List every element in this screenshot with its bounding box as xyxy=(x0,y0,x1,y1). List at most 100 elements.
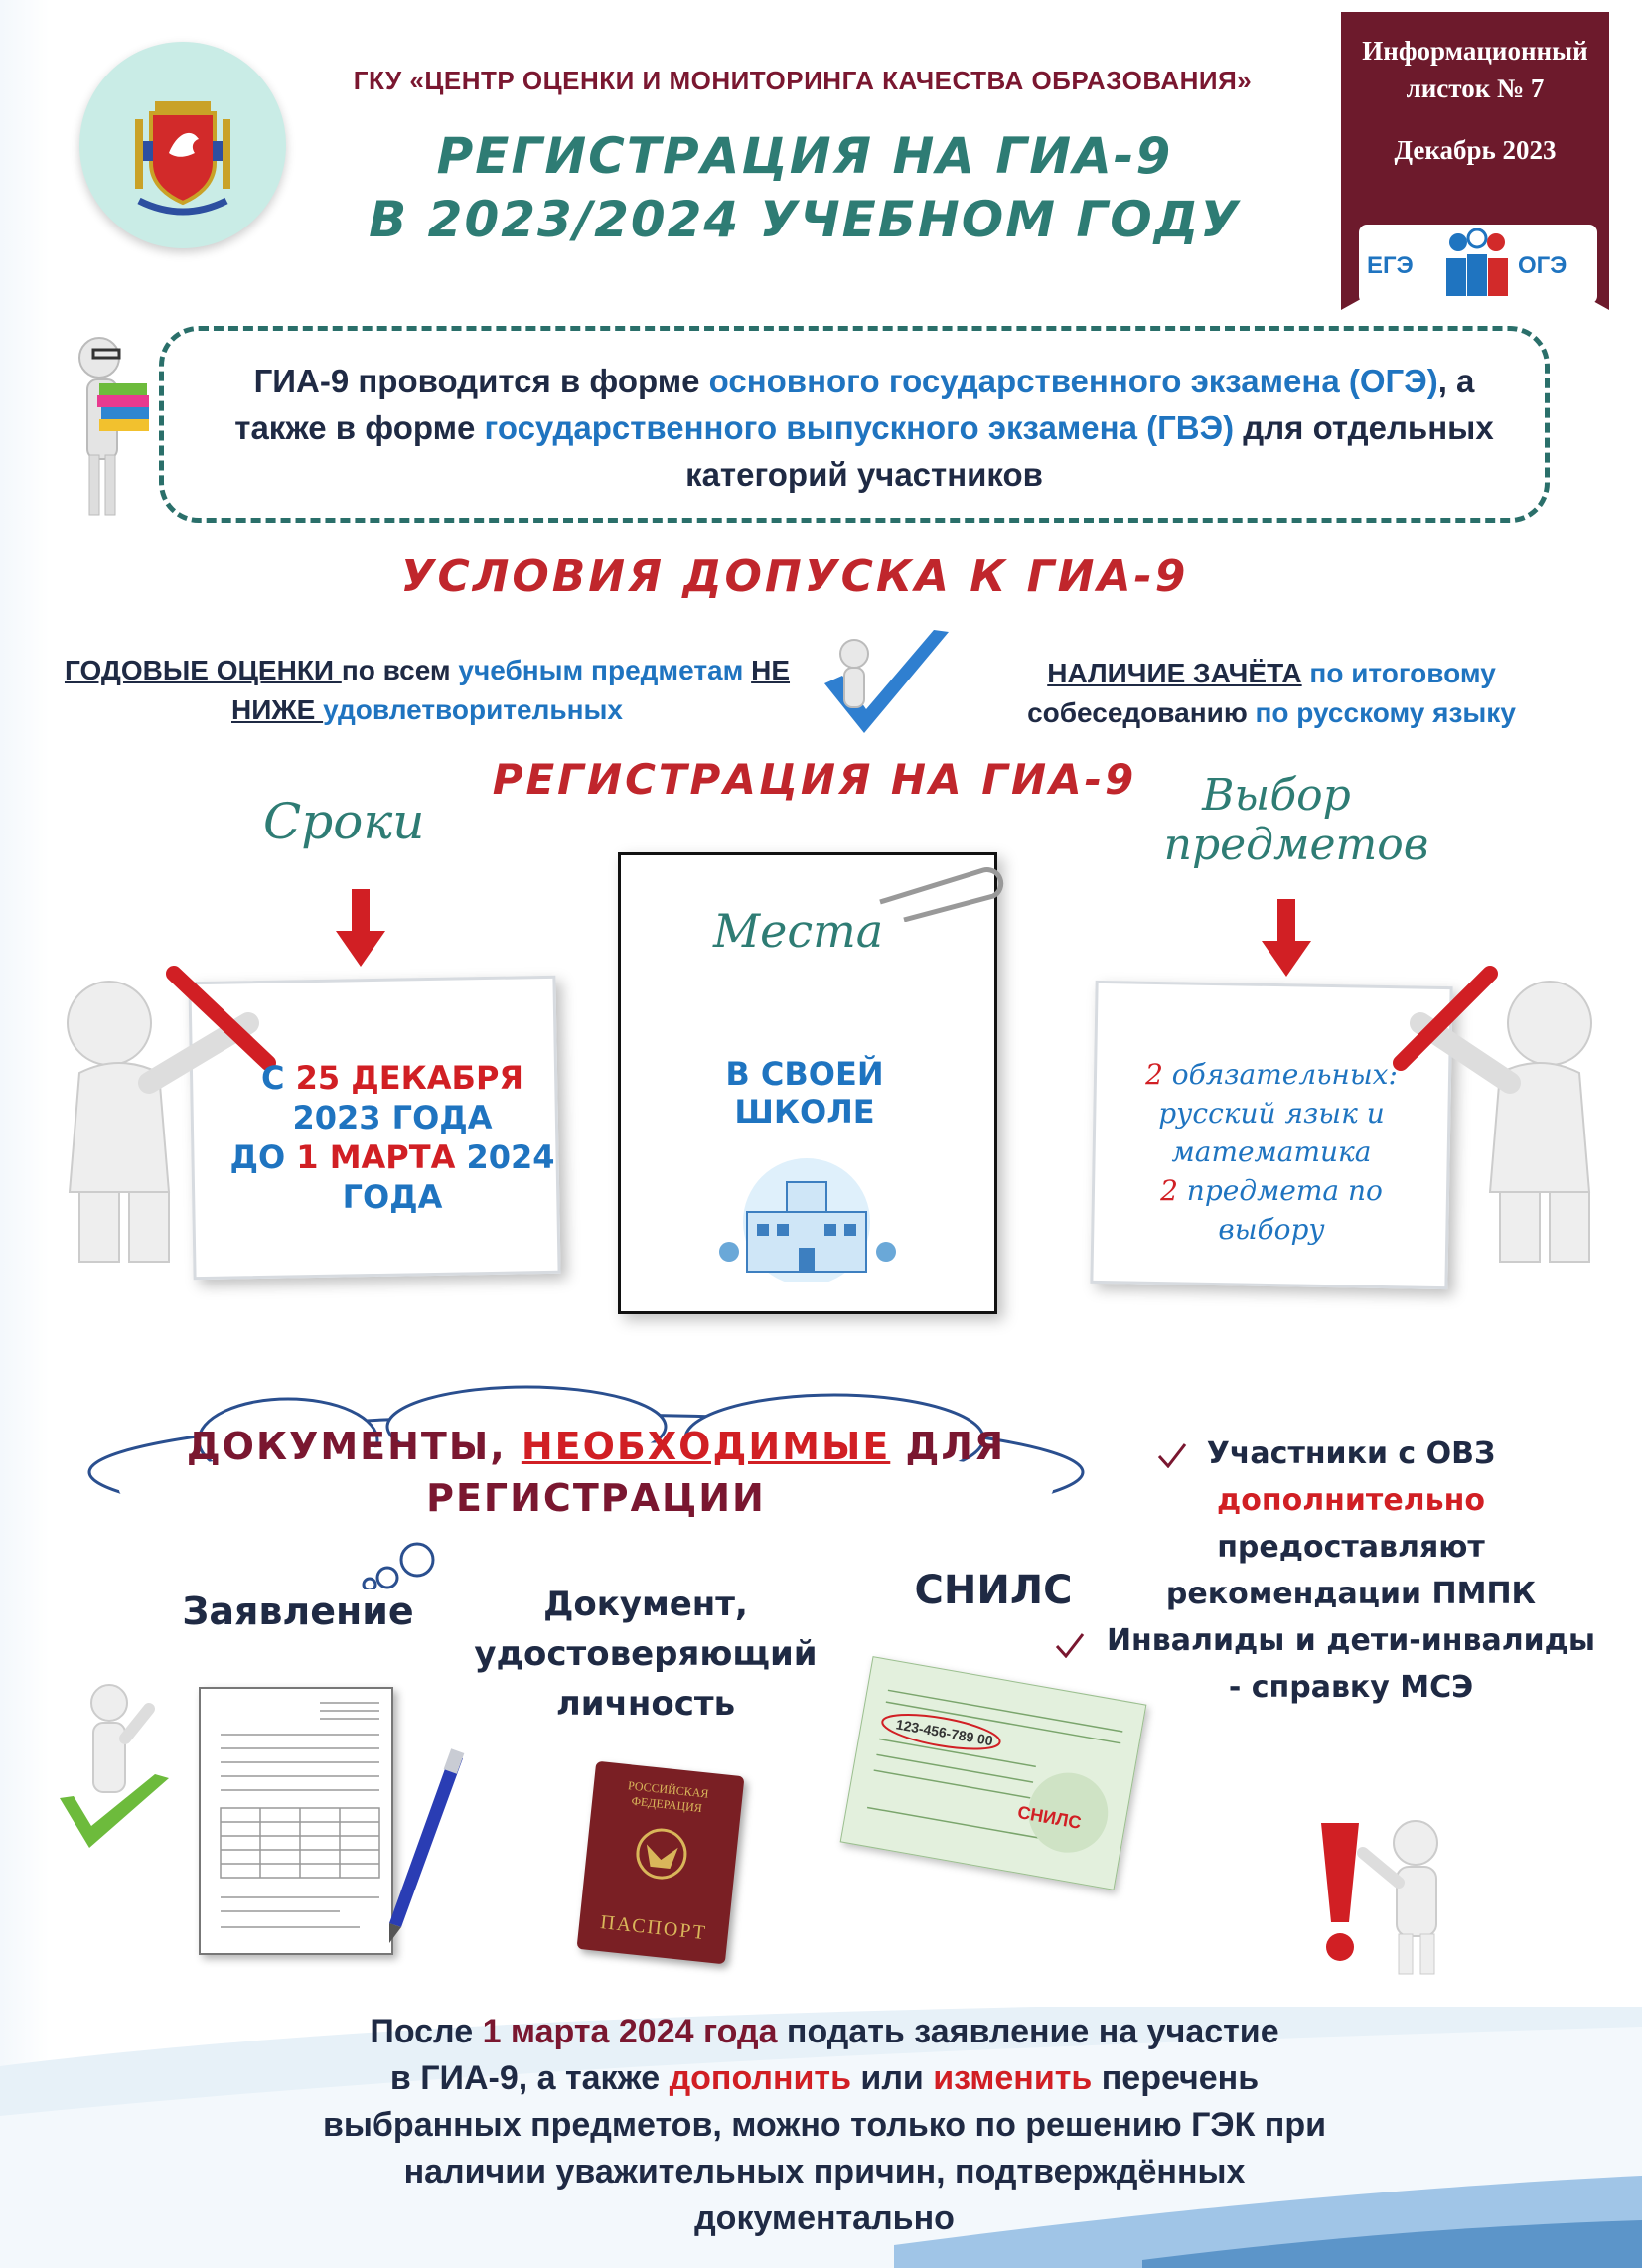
condition-interview-key: НАЛИЧИЕ ЗАЧЁТА xyxy=(1047,658,1302,688)
deadlines-start-year: 2023 ГОДА xyxy=(292,1099,493,1136)
info-title: Информационный xyxy=(1362,36,1588,66)
registration-heading: РЕГИСТРАЦИЯ НА ГИА-9 xyxy=(492,755,1137,804)
thumbs-up-check-icon xyxy=(60,1684,169,1848)
places-label: Места xyxy=(713,904,884,958)
info-leaflet-badge: Информационный листок № 7 Декабрь 2023 Е… xyxy=(1341,12,1609,310)
subjects-line5: выбору xyxy=(1218,1213,1325,1246)
info-date: Декабрь 2023 xyxy=(1394,135,1557,165)
documents-heading-required: НЕОБХОДИМЫЕ xyxy=(521,1425,891,1468)
footer-deadline-date: 1 марта 2024 года xyxy=(482,2013,778,2050)
ovz-line4: рекомендации ПМПК xyxy=(1165,1577,1537,1611)
deadlines-to: ДО xyxy=(229,1138,297,1176)
snils-card-image: 123-456-789 00 СНИЛС xyxy=(839,1656,1147,1890)
deadlines-end-year: 2024 xyxy=(455,1138,555,1176)
footer-change-word: изменить xyxy=(933,2059,1093,2097)
pen-icon xyxy=(389,1748,465,1943)
condition-interview-text3: по русскому языку xyxy=(1255,697,1516,728)
condition-grades: ГОДОВЫЕ ОЦЕНКИ по всем учебным предметам… xyxy=(60,651,795,730)
condition-interview: НАЛИЧИЕ ЗАЧЁТА по итоговому собеседовани… xyxy=(954,654,1589,733)
subjects-line4: предмета по xyxy=(1177,1174,1383,1207)
deadlines-from: С xyxy=(260,1059,296,1097)
doc-identity-label: Документ, удостоверяющий личность xyxy=(467,1580,824,1729)
info-issue-number: листок № 7 xyxy=(1406,74,1545,103)
subjects-label-line1: Выбор xyxy=(1202,770,1351,821)
deadlines-year-word: ГОДА xyxy=(342,1178,443,1216)
footer-p3: подать заявление на участие xyxy=(777,2013,1279,2050)
footer-p4: в ГИА-9, а также xyxy=(389,2059,670,2097)
ovz-line3: предоставляют xyxy=(1217,1530,1485,1565)
checkmark-person-icon xyxy=(824,630,949,733)
subjects-line3: математика xyxy=(1171,1135,1372,1168)
form-lines-icon xyxy=(220,1702,380,1928)
footer-p9: выбранных предметов, можно только по реш… xyxy=(322,2106,1326,2144)
documents-heading-part3: ДЛЯ xyxy=(890,1425,1006,1468)
conditions-heading: УСЛОВИЯ ДОПУСКА К ГИА-9 xyxy=(400,551,1189,602)
footer-note: После 1 марта 2024 года подать заявление… xyxy=(228,2009,1420,2242)
people-logo-icon xyxy=(1446,228,1508,296)
documents-heading-part1: ДОКУМЕНТЫ, xyxy=(186,1425,522,1468)
doc-identity-line3: личность xyxy=(555,1684,736,1724)
doc-identity-line1: Документ, xyxy=(543,1585,748,1624)
footer-add-word: дополнить xyxy=(669,2059,851,2097)
deadlines-end-date: 1 МАРТА xyxy=(296,1138,456,1176)
passport-top-text: РОССИЙСКАЯ ФЕДЕРАЦИЯ xyxy=(627,1778,710,1816)
intro-gve-term: государственного выпускного экзамена (ГВ… xyxy=(484,409,1235,446)
condition-grades-text3: удовлетворительных xyxy=(323,694,623,725)
double-eagle-icon xyxy=(636,1828,687,1880)
intro-part5: для отдельных категорий участников xyxy=(685,409,1494,493)
exclamation-figure-icon xyxy=(1321,1820,1438,1975)
figure-with-marker-icon-right xyxy=(1393,966,1592,1263)
subjects-label-line2: предметов xyxy=(1163,820,1429,870)
doc-snils-label: СНИЛС xyxy=(914,1568,1073,1613)
school-building-icon xyxy=(719,1158,896,1282)
intro-part1: ГИА-9 проводится в форме xyxy=(253,363,709,399)
footer-p8: перечень xyxy=(1092,2059,1260,2097)
passport-bottom-text: ПАСПОРТ xyxy=(599,1911,708,1945)
subjects-line2: русский язык и xyxy=(1158,1097,1385,1130)
places-text: В СВОЕЙ ШКОЛЕ xyxy=(656,1055,954,1131)
condition-grades-text2: учебным предметам xyxy=(458,655,752,685)
ovz-line6: - справку МСЭ xyxy=(1228,1670,1474,1705)
subjects-line1: обязательных: xyxy=(1162,1058,1398,1091)
arrow-down-icon xyxy=(336,889,385,967)
intro-text: ГИА-9 проводится в форме основного госуд… xyxy=(219,358,1510,498)
deadlines-start-date: 25 ДЕКАБРЯ xyxy=(295,1059,524,1097)
ege-logo-text: ЕГЭ xyxy=(1367,252,1414,279)
intro-oge-term: основного государственного экзамена (ОГЭ… xyxy=(708,363,1438,399)
organization-name: ГКУ «ЦЕНТР ОЦЕНКИ И МОНИТОРИНГА КАЧЕСТВА… xyxy=(353,66,1253,95)
condition-interview-text2: собеседованию xyxy=(1027,697,1256,728)
places-line1: В СВОЕЙ xyxy=(725,1055,884,1093)
application-form-image xyxy=(199,1687,393,1955)
doc-application-label: Заявление xyxy=(182,1589,414,1633)
figure-with-marker-icon xyxy=(67,966,276,1263)
paperclip-icon xyxy=(879,867,1004,922)
footer-p1: После xyxy=(370,2013,483,2050)
footer-p10: наличии уважительных причин, подтверждён… xyxy=(403,2153,1246,2191)
documents-heading-part4: РЕГИСТРАЦИИ xyxy=(426,1476,766,1520)
documents-heading: ДОКУМЕНТЫ, НЕОБХОДИМЫЕ ДЛЯ РЕГИСТРАЦИИ xyxy=(159,1421,1033,1524)
ovz-note: Участники с ОВЗ дополнительно предоставл… xyxy=(1083,1431,1619,1711)
page-title-line-2: В 2023/2024 УЧЕБНОМ ГОДУ xyxy=(369,191,1241,248)
subjects-elective-count: 2 xyxy=(1160,1174,1178,1207)
intro-dashed-box xyxy=(159,326,1550,523)
arrow-down-icon-right xyxy=(1262,899,1311,977)
footer-p11: документально xyxy=(694,2199,955,2237)
condition-grades-key: ГОДОВЫЕ ОЦЕНКИ xyxy=(64,655,342,685)
bottom-wave-decoration xyxy=(0,2007,1642,2268)
doc-identity-line2: удостоверяющий xyxy=(474,1634,818,1674)
footer-p6: или xyxy=(850,2059,934,2097)
subjects-required-count: 2 xyxy=(1145,1058,1163,1091)
crimea-emblem-badge xyxy=(79,42,286,248)
ovz-line1: Участники с ОВЗ xyxy=(1206,1436,1496,1471)
condition-grades-text1: по всем xyxy=(341,655,459,685)
person-with-books-icon xyxy=(78,337,149,516)
oge-logo-text: ОГЭ xyxy=(1518,252,1567,279)
places-line2: ШКОЛЕ xyxy=(734,1093,875,1131)
check-bullet-icon-2 xyxy=(1055,1633,1085,1658)
condition-grades-key2: НЕ НИЖЕ xyxy=(231,655,791,725)
coat-of-arms-icon xyxy=(135,101,230,216)
deadlines-label: Сроки xyxy=(263,793,425,850)
thought-cloud-shape xyxy=(87,1385,1085,1589)
snils-card-lines xyxy=(866,1689,1123,1853)
ovz-line5: Инвалиды и дети-инвалиды xyxy=(1106,1623,1596,1658)
